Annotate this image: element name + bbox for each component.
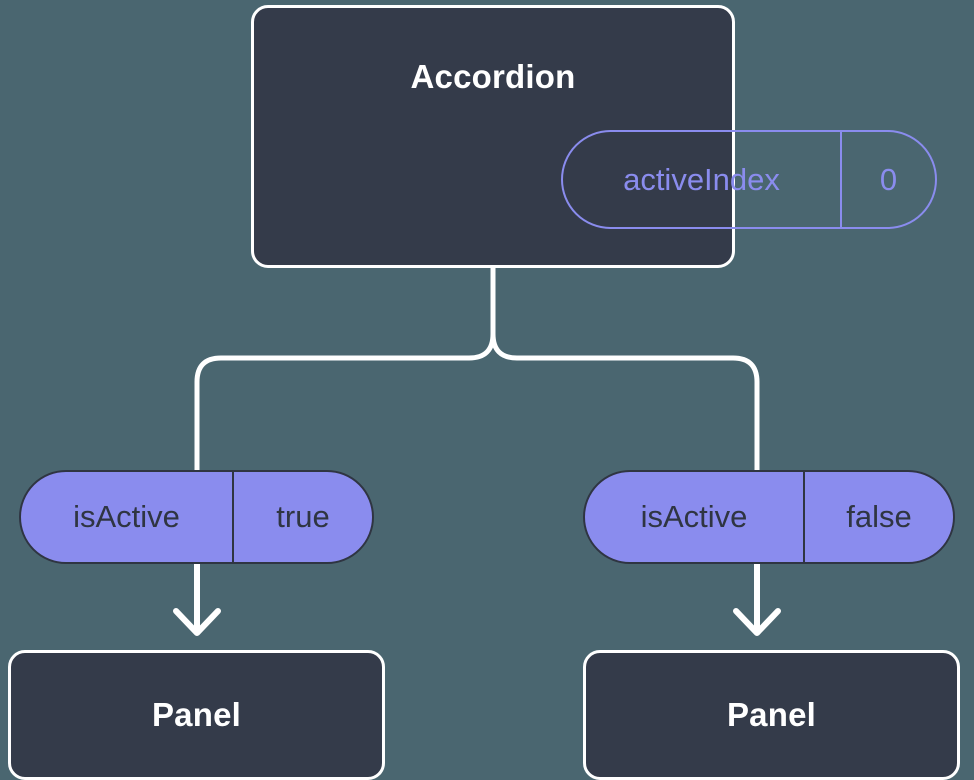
prop-value-is-active-right: false (846, 499, 912, 534)
edge-root-to-right-pill (490, 265, 760, 473)
prop-key-is-active-left: isActive (21, 472, 234, 562)
panel-node-left-label: Panel (151, 696, 242, 733)
prop-pill-is-active-true[interactable]: isActive true (19, 470, 374, 564)
edge-root-to-left-pill (194, 265, 496, 473)
prop-value-is-active-left: true (276, 499, 330, 534)
prop-value-active-index: 0 (879, 161, 898, 197)
panel-node-right[interactable]: Panel (583, 650, 960, 780)
accordion-node[interactable]: Accordion activeIndex 0 (251, 5, 937, 268)
arrow-head-left-icon (173, 608, 221, 636)
prop-pill-active-index[interactable]: activeIndex 0 (561, 130, 937, 229)
prop-key-active-index: activeIndex (563, 132, 842, 227)
prop-key-is-active-right: isActive (585, 472, 805, 562)
prop-pill-is-active-false[interactable]: isActive false (583, 470, 955, 564)
accordion-node-label: Accordion (410, 58, 576, 95)
panel-node-left[interactable]: Panel (8, 650, 385, 780)
arrow-head-right-icon (733, 608, 781, 636)
panel-node-right-label: Panel (726, 696, 817, 733)
